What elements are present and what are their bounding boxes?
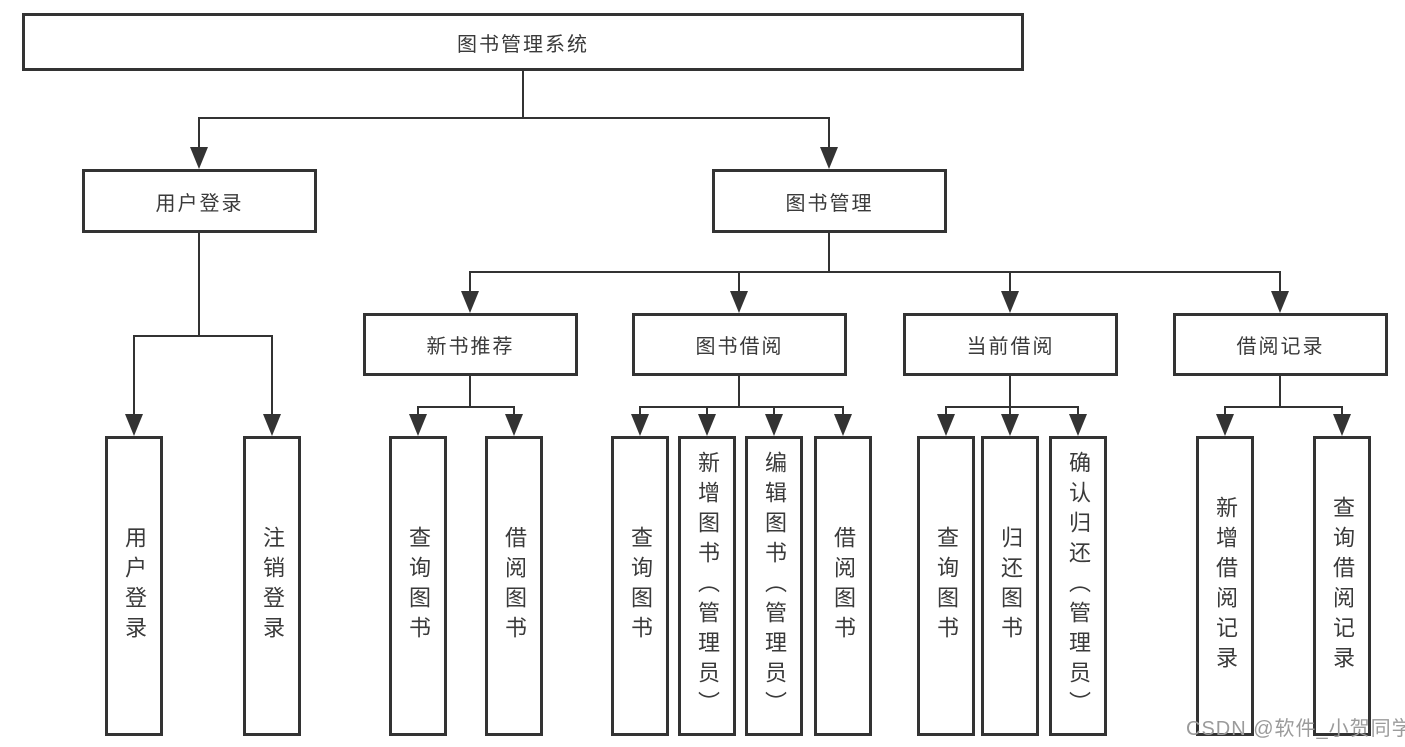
- connector-line: [1077, 406, 1079, 416]
- arrow-down-icon: [730, 291, 748, 313]
- connector-line: [1279, 271, 1281, 293]
- node-book-borrow-label: 图书借阅: [695, 336, 784, 358]
- connector-line: [639, 406, 641, 416]
- arrow-down-icon: [820, 147, 838, 169]
- arrow-down-icon: [461, 291, 479, 313]
- connector-line: [828, 117, 830, 149]
- node-new-book-recommend-label: 新书推荐: [426, 336, 515, 358]
- leaf-query-borrow-record: 查询借阅记录: [1313, 436, 1371, 736]
- arrow-down-icon: [190, 147, 208, 169]
- arrow-down-icon: [505, 414, 523, 436]
- leaf-borrow-books-recommend-label: 借阅图书: [502, 526, 527, 646]
- connector-line: [133, 335, 135, 415]
- leaf-add-borrow-record-label: 新增借阅记录: [1213, 496, 1238, 676]
- leaf-add-book-admin-label: 新增图书（管理员）: [695, 451, 720, 721]
- connector-line: [738, 376, 740, 407]
- leaf-add-book-admin: 新增图书（管理员）: [678, 436, 736, 736]
- connector-line: [271, 335, 273, 415]
- arrow-down-icon: [765, 414, 783, 436]
- arrow-down-icon: [1271, 291, 1289, 313]
- connector-line: [1224, 406, 1226, 416]
- connector-line: [828, 233, 830, 272]
- arrow-down-icon: [834, 414, 852, 436]
- connector-line: [773, 406, 775, 416]
- leaf-user-login: 用户登录: [105, 436, 163, 736]
- arrow-down-icon: [1001, 414, 1019, 436]
- connector-line: [513, 406, 515, 416]
- connector-line: [198, 233, 200, 336]
- node-borrow-record: 借阅记录: [1173, 313, 1388, 376]
- leaf-confirm-return-admin: 确认归还（管理员）: [1049, 436, 1107, 736]
- node-book-management-label: 图书管理: [785, 192, 874, 215]
- leaf-query-books-current: 查询图书: [917, 436, 975, 736]
- connector-line: [738, 271, 740, 293]
- connector-line: [1009, 406, 1011, 416]
- connector-line: [639, 406, 844, 408]
- connector-line: [945, 406, 1079, 408]
- connector-line: [1009, 376, 1011, 407]
- node-new-book-recommend: 新书推荐: [363, 313, 578, 376]
- leaf-query-borrow-record-label: 查询借阅记录: [1330, 496, 1355, 676]
- node-root: 图书管理系统: [22, 13, 1024, 71]
- leaf-borrow-books: 借阅图书: [814, 436, 872, 736]
- connector-line: [469, 376, 471, 407]
- arrow-down-icon: [1001, 291, 1019, 313]
- leaf-query-books-recommend-label: 查询图书: [406, 526, 431, 646]
- leaf-return-books: 归还图书: [981, 436, 1039, 736]
- leaf-borrow-books-recommend: 借阅图书: [485, 436, 543, 736]
- leaf-user-login-label: 用户登录: [122, 526, 147, 646]
- leaf-edit-book-admin: 编辑图书（管理员）: [745, 436, 803, 736]
- leaf-logout: 注销登录: [243, 436, 301, 736]
- node-user-login-label: 用户登录: [155, 192, 244, 215]
- node-current-borrow: 当前借阅: [903, 313, 1118, 376]
- leaf-borrow-books-label: 借阅图书: [831, 526, 856, 646]
- arrow-down-icon: [1216, 414, 1234, 436]
- leaf-edit-book-admin-label: 编辑图书（管理员）: [762, 451, 787, 721]
- connector-line: [198, 117, 830, 119]
- arrow-down-icon: [937, 414, 955, 436]
- leaf-confirm-return-admin-label: 确认归还（管理员）: [1066, 451, 1091, 721]
- connector-line: [417, 406, 515, 408]
- csdn-watermark: CSDN @软件_小贺同学: [1186, 718, 1405, 740]
- connector-line: [469, 271, 471, 293]
- connector-line: [1224, 406, 1343, 408]
- connector-line: [1279, 376, 1281, 407]
- leaf-logout-label: 注销登录: [260, 526, 285, 646]
- connector-line: [945, 406, 947, 416]
- connector-line: [417, 406, 419, 416]
- leaf-query-books-recommend: 查询图书: [389, 436, 447, 736]
- arrow-down-icon: [631, 414, 649, 436]
- connector-line: [1009, 271, 1011, 293]
- leaf-query-books-borrow-label: 查询图书: [628, 526, 653, 646]
- arrow-down-icon: [263, 414, 281, 436]
- arrow-down-icon: [1069, 414, 1087, 436]
- connector-line: [133, 335, 273, 337]
- connector-line: [842, 406, 844, 416]
- leaf-add-borrow-record: 新增借阅记录: [1196, 436, 1254, 736]
- connector-line: [469, 271, 1281, 273]
- node-root-label: 图书管理系统: [457, 33, 589, 56]
- node-user-login: 用户登录: [82, 169, 317, 233]
- node-borrow-record-label: 借阅记录: [1236, 336, 1325, 358]
- leaf-return-books-label: 归还图书: [998, 526, 1023, 646]
- leaf-query-books-current-label: 查询图书: [934, 526, 959, 646]
- connector-line: [198, 117, 200, 149]
- arrow-down-icon: [1333, 414, 1351, 436]
- connector-line: [706, 406, 708, 416]
- node-book-management: 图书管理: [712, 169, 947, 233]
- connector-line: [1341, 406, 1343, 416]
- node-current-borrow-label: 当前借阅: [966, 336, 1055, 358]
- arrow-down-icon: [125, 414, 143, 436]
- arrow-down-icon: [409, 414, 427, 436]
- arrow-down-icon: [698, 414, 716, 436]
- connector-line: [522, 71, 524, 118]
- node-book-borrow: 图书借阅: [632, 313, 847, 376]
- leaf-query-books-borrow: 查询图书: [611, 436, 669, 736]
